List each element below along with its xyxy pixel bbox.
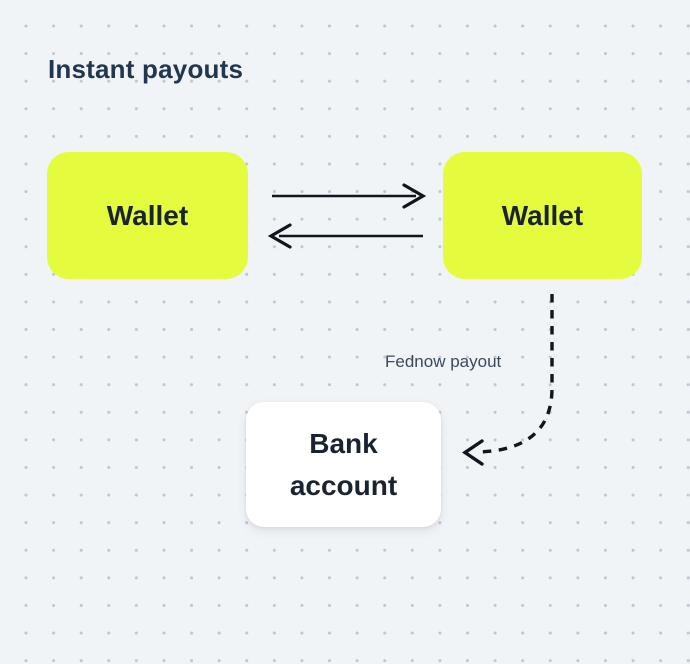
arrow-right-icon — [272, 183, 427, 209]
arrow-left-icon — [267, 223, 423, 249]
dashed-arrow-icon — [461, 294, 554, 466]
node-bank-account-label: Bank account — [289, 427, 398, 501]
node-wallet-left: Wallet — [47, 152, 248, 279]
node-wallet-right-label: Wallet — [501, 199, 584, 231]
node-wallet-right: Wallet — [443, 152, 642, 279]
node-wallet-left-label: Wallet — [106, 199, 189, 231]
fednow-payout-label: Fednow payout — [385, 352, 502, 371]
node-bank-account: Bank account — [246, 402, 441, 527]
page-title: Instant payouts — [48, 54, 244, 84]
